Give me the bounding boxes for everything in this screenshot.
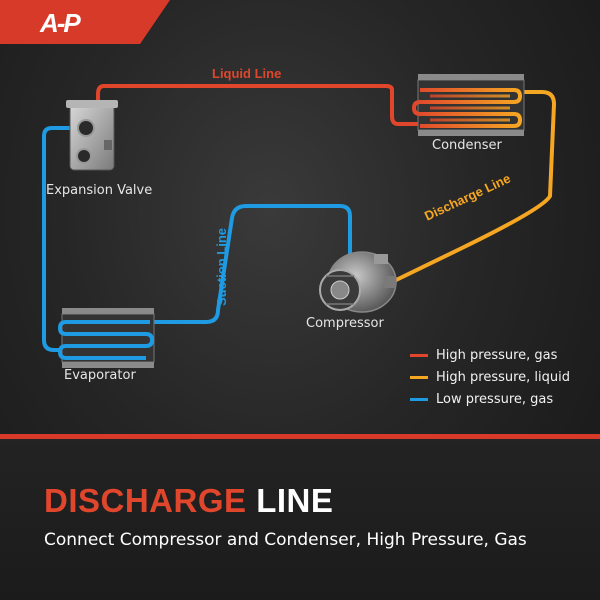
discharge-line-pipe [390, 90, 557, 284]
valve-to-evaporator-pipe [42, 126, 76, 352]
compressor [319, 251, 397, 313]
condenser-label: Condenser [432, 138, 502, 153]
suction-line-label: Suction Line [214, 228, 229, 306]
brand-band-shape [0, 0, 170, 44]
legend-item-low-gas: Low pressure, gas [410, 388, 570, 410]
legend-swatch-high-gas [410, 353, 428, 357]
expansion-valve [66, 100, 118, 171]
condenser-coil [411, 74, 525, 136]
caption-panel [0, 439, 600, 600]
compressor-label: Compressor [306, 316, 384, 331]
legend-item-high-liquid: High pressure, liquid [410, 366, 570, 388]
brand-band [0, 0, 170, 44]
legend-swatch-low-gas [410, 397, 428, 401]
liquid-line-label: Liquid Line [212, 66, 282, 81]
headline-rest: LINE [246, 482, 334, 519]
legend: High pressure, gas High pressure, liquid… [410, 344, 570, 410]
subline: Connect Compressor and Condenser, High P… [44, 530, 527, 550]
legend-swatch-high-liquid [410, 375, 428, 379]
headline: DISCHARGE LINE [44, 482, 333, 520]
headline-accent: DISCHARGE [44, 482, 247, 519]
legend-label: High pressure, liquid [436, 369, 571, 385]
legend-item-high-gas: High pressure, gas [410, 344, 570, 366]
expansion-valve-label: Expansion Valve [46, 183, 153, 198]
liquid-line-pipe [96, 84, 420, 126]
evaporator-coil [57, 308, 155, 368]
legend-label: High pressure, gas [436, 347, 558, 363]
refrigerant-cycle-diagram [42, 74, 557, 368]
section-divider [0, 434, 600, 439]
evaporator-label: Evaporator [64, 368, 136, 383]
suction-line-pipe [148, 204, 352, 324]
brand-logo: A-P [40, 8, 81, 38]
legend-label: Low pressure, gas [436, 391, 554, 407]
